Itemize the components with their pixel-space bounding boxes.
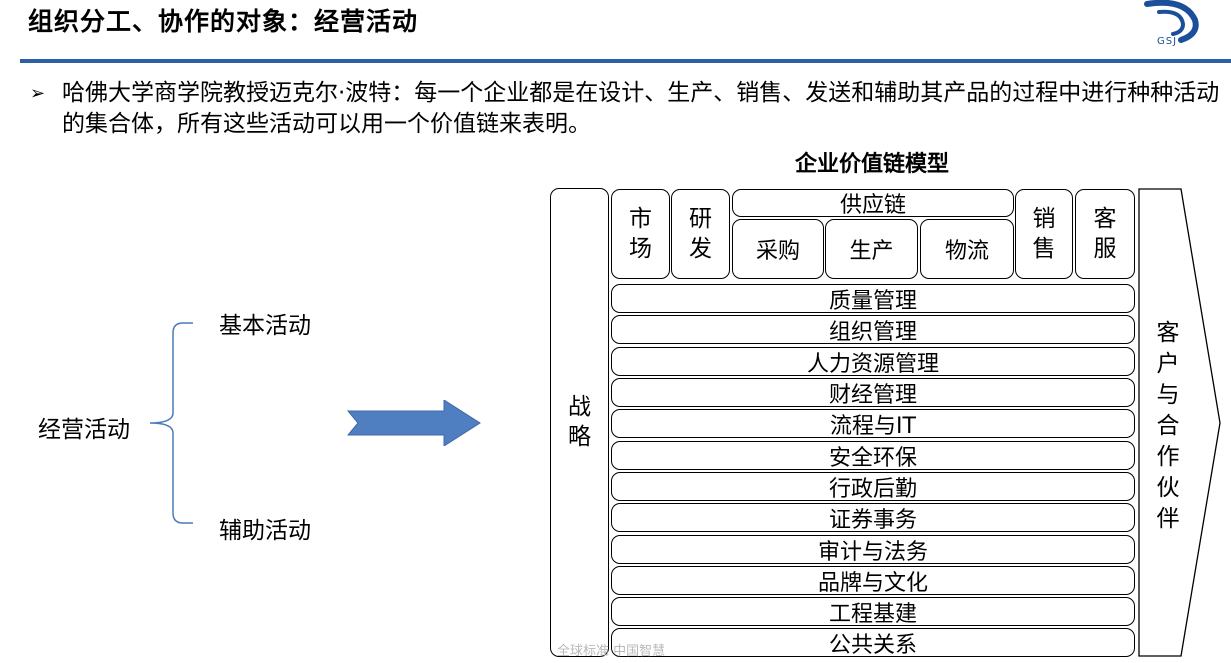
support-label: 组织管理 xyxy=(828,319,917,345)
rnd-box: 研发 xyxy=(671,189,730,279)
support-label: 质量管理 xyxy=(828,288,917,314)
sales-box: 销售 xyxy=(1015,189,1073,279)
support-label: 财经管理 xyxy=(828,382,917,408)
support-label: 行政后勤 xyxy=(828,476,917,502)
support-row-8: 证券事务 xyxy=(611,503,1135,533)
strategy-label: 战略 xyxy=(568,393,591,450)
support-row-11: 工程基建 xyxy=(611,597,1135,627)
partners-chevron xyxy=(1138,188,1221,657)
support-row-7: 行政后勤 xyxy=(611,472,1135,502)
tree-brace xyxy=(149,322,193,524)
support-row-4: 财经管理 xyxy=(611,378,1135,408)
support-label: 流程与IT xyxy=(830,413,916,439)
service-box: 客服 xyxy=(1075,189,1135,279)
partners-label: 客户与合作伙伴 xyxy=(1156,320,1180,532)
logistics-label: 物流 xyxy=(944,239,989,264)
support-label: 安全环保 xyxy=(828,445,917,471)
support-row-5: 流程与IT xyxy=(611,409,1135,439)
service-label: 客服 xyxy=(1093,206,1117,262)
supply-chain-box: 供应链 xyxy=(732,189,1014,218)
support-row-10: 品牌与文化 xyxy=(611,566,1135,596)
right-arrow-icon xyxy=(346,400,481,446)
logistics-box: 物流 xyxy=(920,219,1014,279)
value-chain-title: 企业价值链模型 xyxy=(795,152,950,177)
tree-child-support: 辅助活动 xyxy=(219,518,311,544)
support-label: 人力资源管理 xyxy=(806,351,939,377)
bullet-arrow-icon: ➢ xyxy=(30,83,46,104)
support-row-1: 质量管理 xyxy=(611,284,1135,314)
strategy-box: 战略 xyxy=(550,188,609,657)
slide-title: 组织分工、协作的对象：经营活动 xyxy=(28,7,419,36)
procurement-box: 采购 xyxy=(732,219,824,279)
tree-child-primary: 基本活动 xyxy=(219,313,311,339)
support-row-6: 安全环保 xyxy=(611,441,1135,471)
gsj-logo-icon xyxy=(1144,0,1199,43)
market-box: 市场 xyxy=(611,189,670,279)
supply-chain-label: 供应链 xyxy=(839,193,906,218)
market-label: 市场 xyxy=(629,206,652,262)
production-label: 生产 xyxy=(849,239,894,264)
support-row-3: 人力资源管理 xyxy=(611,347,1135,377)
sales-label: 销售 xyxy=(1032,206,1056,262)
tree-root-label: 经营活动 xyxy=(38,417,130,443)
rnd-label: 研发 xyxy=(689,206,712,262)
support-row-9: 审计与法务 xyxy=(611,535,1135,565)
support-row-12: 公共关系 xyxy=(611,628,1135,658)
title-divider xyxy=(20,59,1231,63)
support-row-2: 组织管理 xyxy=(611,315,1135,345)
logo-text: GSJ xyxy=(1157,36,1178,47)
watermark: 全球标准 中国智慧 xyxy=(557,644,666,659)
support-label: 品牌与文化 xyxy=(817,570,928,596)
production-box: 生产 xyxy=(825,219,918,279)
procurement-label: 采购 xyxy=(755,239,800,264)
support-label: 工程基建 xyxy=(828,601,917,627)
bullet-text: 哈佛大学商学院教授迈克尔·波特：每一个企业都是在设计、生产、销售、发送和辅助其产… xyxy=(62,80,1220,137)
support-label: 审计与法务 xyxy=(817,539,928,565)
support-label: 证券事务 xyxy=(828,507,917,533)
support-label: 公共关系 xyxy=(828,632,917,658)
